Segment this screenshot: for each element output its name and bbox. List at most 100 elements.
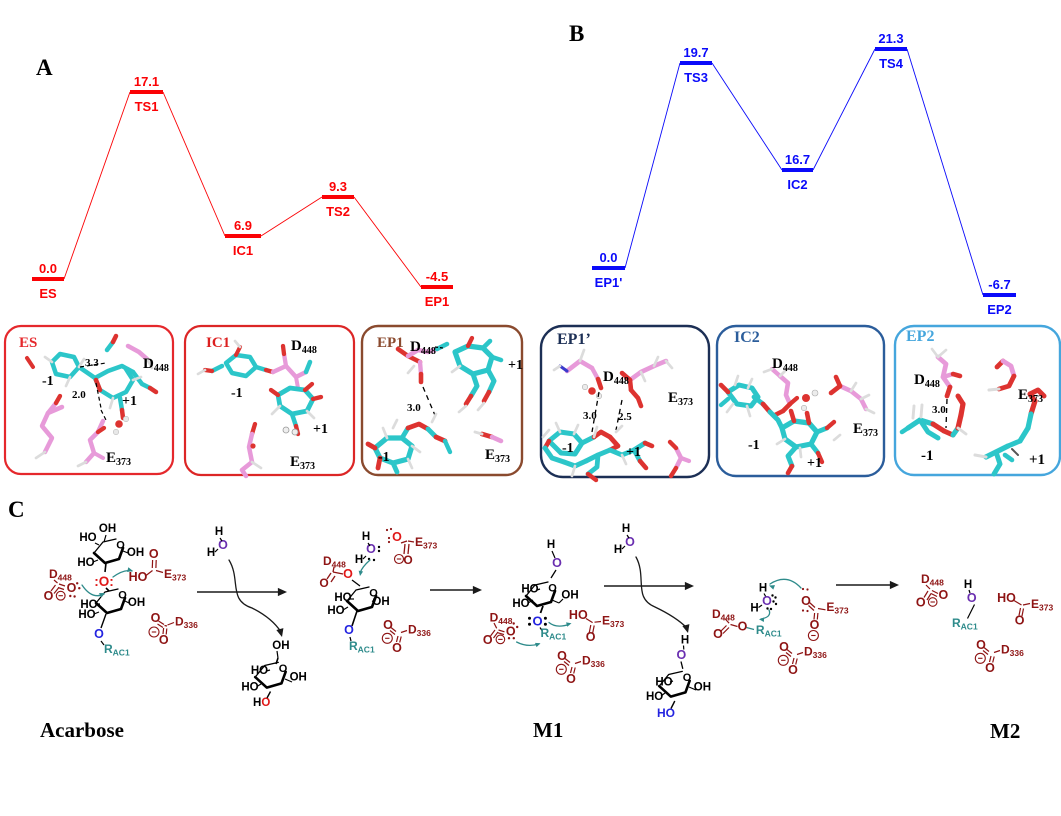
svg-text:H: H xyxy=(759,583,767,595)
svg-text:HO: HO xyxy=(241,682,258,694)
svg-text:O: O xyxy=(985,661,995,675)
svg-text:O: O xyxy=(557,649,567,663)
svg-text:O: O xyxy=(116,540,125,552)
svg-text:O: O xyxy=(151,611,161,625)
svg-text:O: O xyxy=(976,638,986,652)
svg-text:19.7: 19.7 xyxy=(683,45,708,60)
svg-text:O: O xyxy=(369,588,378,600)
svg-text:O: O xyxy=(713,627,723,641)
svg-text:O: O xyxy=(343,567,353,581)
svg-text:OH: OH xyxy=(694,682,711,694)
svg-text:IC2: IC2 xyxy=(787,177,807,192)
svg-text:IC2: IC2 xyxy=(734,329,760,346)
svg-text:+1: +1 xyxy=(1029,452,1045,468)
svg-text:-1: -1 xyxy=(562,441,574,456)
svg-text:H: H xyxy=(964,579,972,591)
svg-text:H: H xyxy=(614,544,622,556)
svg-text:TS4: TS4 xyxy=(879,56,904,71)
svg-text:O: O xyxy=(366,542,376,556)
svg-text:0.0: 0.0 xyxy=(599,250,617,265)
svg-text:O: O xyxy=(159,633,169,647)
svg-text:O: O xyxy=(118,590,127,602)
svg-text:M2: M2 xyxy=(990,719,1020,743)
svg-text:HO: HO xyxy=(78,609,95,621)
svg-text:EP1: EP1 xyxy=(425,294,450,309)
svg-text:B: B xyxy=(569,21,584,46)
svg-text:O: O xyxy=(566,672,576,686)
svg-text:+1: +1 xyxy=(508,358,523,373)
svg-text:OH: OH xyxy=(272,640,289,652)
svg-text::O:: :O: xyxy=(94,574,114,589)
svg-text:0.0: 0.0 xyxy=(39,261,57,276)
svg-text:OH: OH xyxy=(128,597,145,609)
svg-text:16.7: 16.7 xyxy=(785,152,810,167)
svg-text:C: C xyxy=(8,497,25,522)
svg-text:OH: OH xyxy=(561,590,578,602)
svg-text:O: O xyxy=(1015,614,1025,628)
svg-text:HO: HO xyxy=(334,592,351,604)
svg-text:3.0: 3.0 xyxy=(932,404,946,416)
svg-text:O: O xyxy=(149,547,159,561)
svg-text:HO: HO xyxy=(655,677,672,689)
svg-text:HO: HO xyxy=(80,599,97,611)
svg-text:3.0: 3.0 xyxy=(407,402,421,414)
svg-text:EP2: EP2 xyxy=(906,328,934,345)
svg-text:H: H xyxy=(547,539,555,551)
svg-text:+1: +1 xyxy=(313,422,328,437)
svg-text:6.9: 6.9 xyxy=(234,218,252,233)
svg-text:HO: HO xyxy=(79,532,96,544)
svg-text:O: O xyxy=(506,625,516,639)
svg-text:O: O xyxy=(939,588,949,602)
svg-text:H: H xyxy=(362,531,370,543)
svg-text:ES: ES xyxy=(19,335,37,351)
svg-text:-6.7: -6.7 xyxy=(988,277,1010,292)
svg-text:O: O xyxy=(94,627,104,641)
svg-text:EP2: EP2 xyxy=(987,302,1012,317)
svg-text:O: O xyxy=(319,576,328,590)
svg-text:H: H xyxy=(622,523,630,535)
svg-text:-1: -1 xyxy=(231,386,243,401)
svg-text:+1: +1 xyxy=(807,456,822,471)
svg-text:O: O xyxy=(344,623,354,637)
svg-text:O: O xyxy=(548,583,557,595)
svg-text:Acarbose: Acarbose xyxy=(40,718,124,742)
svg-text:A: A xyxy=(36,55,53,80)
svg-text:H: H xyxy=(207,547,215,559)
svg-text:HO: HO xyxy=(327,605,344,617)
svg-text:O: O xyxy=(677,648,687,662)
svg-text:O: O xyxy=(483,633,493,647)
svg-text:O: O xyxy=(788,663,798,677)
svg-text:+1: +1 xyxy=(122,394,137,409)
svg-text:O: O xyxy=(779,640,789,654)
svg-text:ES: ES xyxy=(39,286,57,301)
svg-text:O: O xyxy=(532,614,542,629)
svg-text:HO: HO xyxy=(521,584,538,596)
svg-text:-1: -1 xyxy=(748,438,760,453)
svg-text:O: O xyxy=(403,553,412,567)
svg-text:O: O xyxy=(552,556,562,570)
svg-text:HO: HO xyxy=(253,697,270,709)
svg-text:IC1: IC1 xyxy=(206,335,230,351)
svg-text:TS3: TS3 xyxy=(684,70,708,85)
svg-text:IC1: IC1 xyxy=(233,243,253,258)
svg-text:O: O xyxy=(383,618,393,632)
svg-text:17.1: 17.1 xyxy=(134,74,159,89)
svg-text:TS1: TS1 xyxy=(135,99,159,114)
svg-text:M1: M1 xyxy=(533,718,563,742)
svg-text:2.5: 2.5 xyxy=(618,411,632,423)
svg-text:+1: +1 xyxy=(626,445,641,460)
svg-text:-4.5: -4.5 xyxy=(426,269,448,284)
svg-text:EP1’: EP1’ xyxy=(557,331,591,348)
svg-text:O: O xyxy=(738,620,748,634)
svg-text:O: O xyxy=(810,618,820,632)
svg-text:2.0: 2.0 xyxy=(72,389,86,401)
svg-text:H: H xyxy=(681,635,689,647)
svg-text:-1: -1 xyxy=(42,374,54,389)
svg-text:O: O xyxy=(279,663,288,675)
svg-text:-1: -1 xyxy=(921,448,934,464)
svg-text:9.3: 9.3 xyxy=(329,179,347,194)
svg-text:O: O xyxy=(916,596,926,610)
svg-text:O: O xyxy=(218,538,228,552)
svg-text:HO: HO xyxy=(569,608,588,622)
svg-text:-1: -1 xyxy=(378,450,390,465)
